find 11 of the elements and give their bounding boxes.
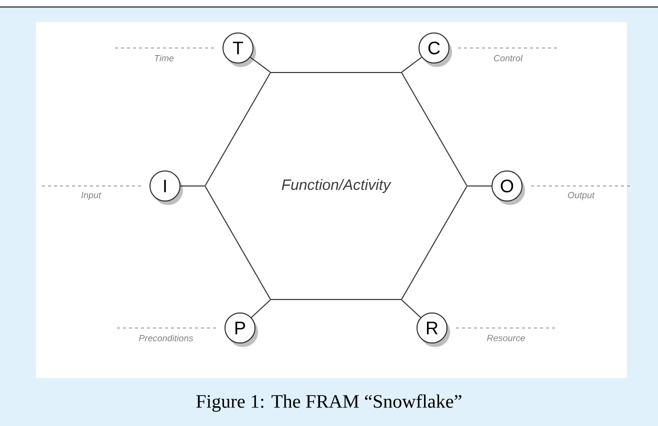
connector-line (401, 56, 422, 73)
caption: Figure 1: The FRAM “Snowflake” (196, 394, 462, 412)
connector-line (401, 299, 422, 318)
port-label: Output (568, 192, 595, 200)
connector-line (250, 299, 271, 318)
port-label: Time (154, 54, 174, 62)
port-label: Input (81, 192, 102, 200)
port-label: Control (494, 54, 523, 62)
port-label: Preconditions (139, 334, 194, 342)
connector-line (250, 56, 271, 73)
port-label: Resource (487, 334, 525, 342)
